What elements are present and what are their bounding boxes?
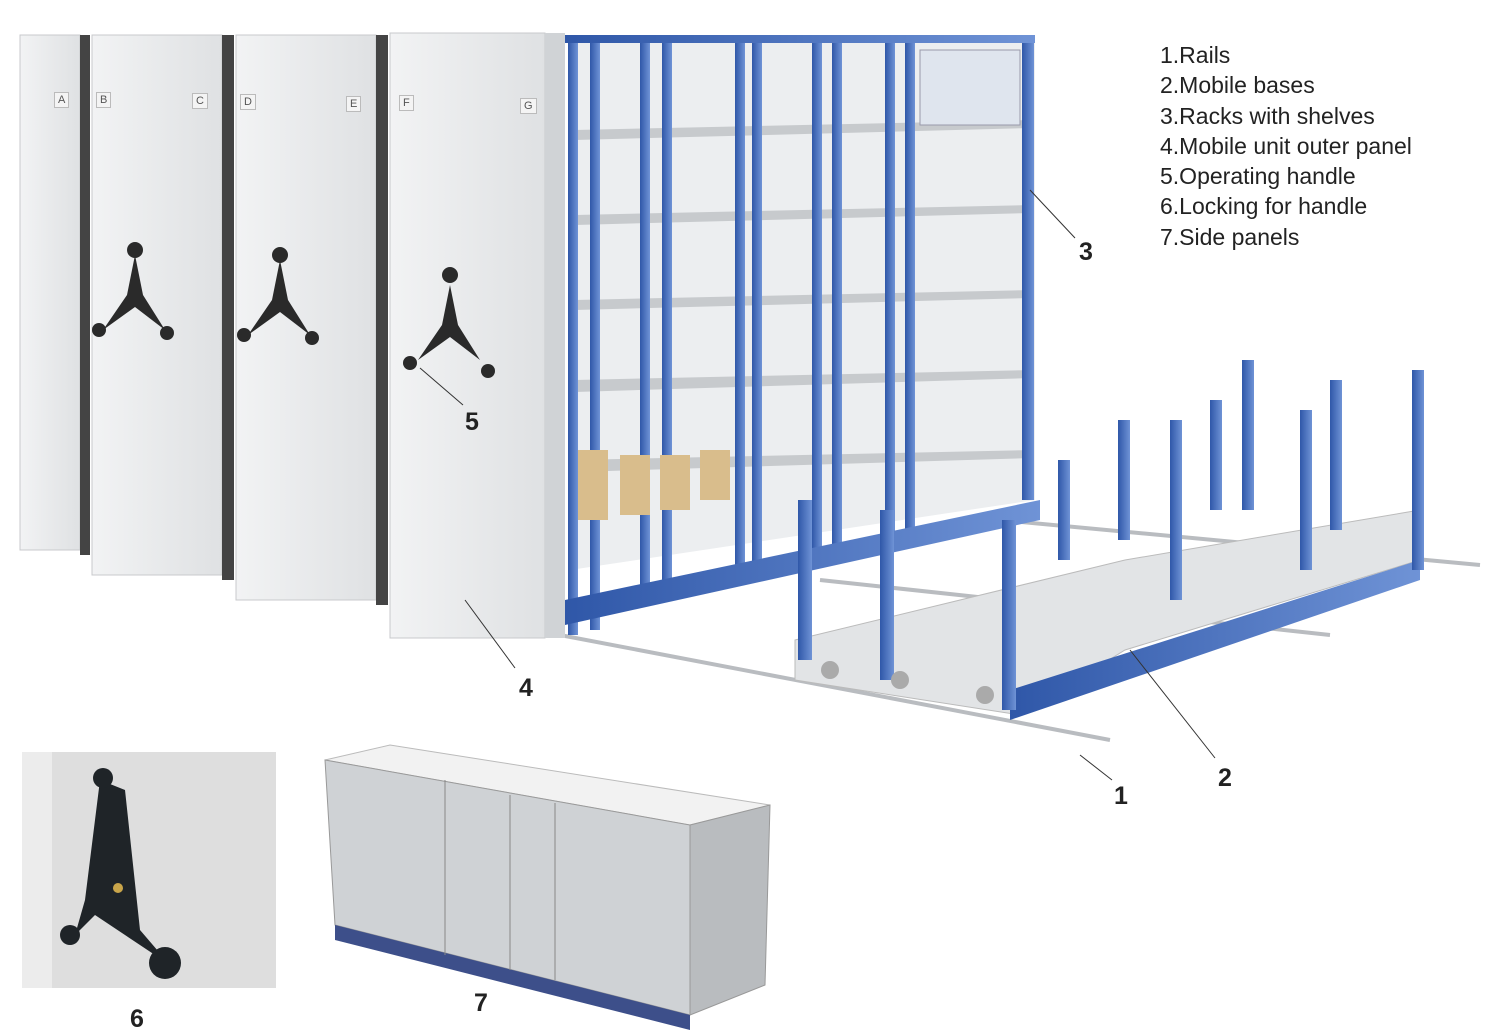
racks-with-shelves [565, 35, 1040, 635]
side-panels-cabinet [324, 744, 771, 1030]
callout-3: 3 [1079, 238, 1093, 266]
cabinet-label-a: A [54, 92, 70, 108]
operating-handles [92, 242, 495, 378]
callout-2: 2 [1218, 764, 1232, 792]
cabinet-label-g: G [520, 98, 537, 114]
legend-item-racks: 3.Racks with shelves [1160, 102, 1375, 129]
legend-item-mobile-bases: 2.Mobile bases [1160, 72, 1315, 99]
locking-handle-photo [22, 752, 276, 988]
legend: 1.Rails 2.Mobile bases 3.Racks with shel… [1160, 40, 1412, 252]
callout-1: 1 [1114, 782, 1128, 810]
mobile-bases [794, 360, 1424, 720]
callout-6: 6 [130, 1005, 144, 1033]
callout-4: 4 [519, 674, 533, 702]
legend-item-rails: 1.Rails [1160, 42, 1231, 68]
callout-5: 5 [465, 408, 479, 436]
cabinet-label-d: D [240, 94, 256, 110]
cabinet-label-e: E [346, 96, 362, 112]
legend-item-operating-handle: 5.Operating handle [1160, 163, 1356, 190]
legend-item-outer-panel: 4.Mobile unit outer panel [1160, 132, 1412, 159]
legend-item-side-panels: 7.Side panels [1160, 223, 1300, 250]
cabinet-label-c: C [192, 93, 208, 109]
cabinet-label-b: B [96, 92, 112, 108]
callout-7: 7 [474, 989, 488, 1017]
archive-boxes [919, 49, 1021, 126]
leader-lines [419, 189, 1216, 781]
hanging-files [578, 450, 730, 520]
mobile-unit-panels [19, 32, 565, 639]
legend-item-locking: 6.Locking for handle [1160, 193, 1368, 220]
cabinet-label-f: F [399, 95, 414, 111]
